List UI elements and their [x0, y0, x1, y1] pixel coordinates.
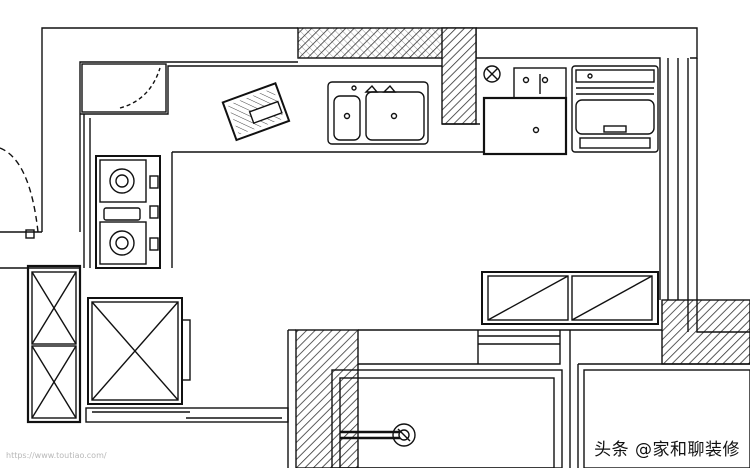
- wall-outline: [41, 27, 750, 468]
- oven-cabinet: [571, 65, 659, 153]
- faint-watermark: https://www.toutiao.com/: [6, 451, 107, 460]
- corner-cabinet: [81, 63, 167, 113]
- adjacent-room: [331, 369, 750, 468]
- sliding-door: [85, 407, 289, 423]
- tall-storage-cabinet: [26, 264, 82, 424]
- water-valve-icon: [483, 65, 501, 83]
- cutting-board: [221, 82, 291, 142]
- double-bowl-sink: [327, 81, 429, 145]
- door-swing: [0, 147, 80, 269]
- watermark: 头条 @家和聊装修: [592, 435, 742, 460]
- gas-hob: [95, 155, 161, 269]
- concrete-column-top: [297, 27, 477, 125]
- wall-cabinet: [481, 271, 659, 325]
- refrigerator: [87, 297, 191, 405]
- concrete-column-bottom: [295, 329, 359, 468]
- tall-cabinet: [482, 67, 568, 156]
- countertop-outline: [80, 65, 484, 268]
